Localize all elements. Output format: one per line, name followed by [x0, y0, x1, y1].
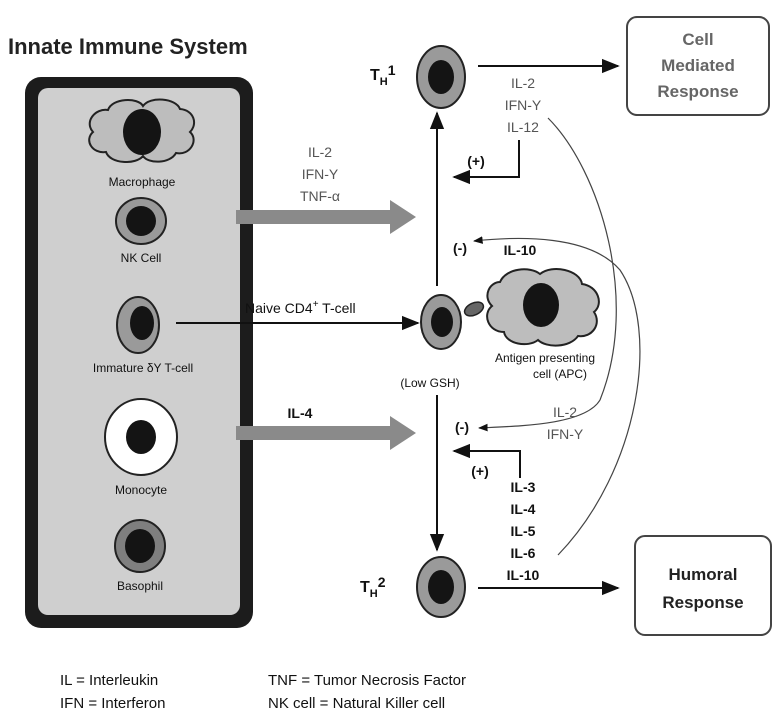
innate-cytokine-1: IL-2 — [308, 144, 332, 160]
il4-label: IL-4 — [288, 405, 313, 421]
th2-minus-sign: (-) — [455, 419, 469, 435]
naive-t-cell — [420, 294, 462, 350]
th1-cytokine-2: IFN-Y — [505, 97, 542, 113]
innate-cytokine-2: IFN-Y — [302, 166, 339, 182]
immature-t-cell-label: Immature δY T-cell — [93, 361, 193, 375]
macrophage-cell — [88, 98, 196, 163]
il10-feedback-label: IL-10 — [504, 242, 537, 258]
monocyte-cell — [104, 398, 178, 476]
th2-cell — [416, 556, 466, 618]
basophil-label: Basophil — [117, 579, 163, 593]
legend-nk: NK cell = Natural Killer cell — [268, 695, 445, 712]
th2-feedback-cytokine-2: IFN-Y — [547, 426, 584, 442]
th1-minus-sign: (-) — [453, 240, 467, 256]
th1-cytokine-1: IL-2 — [511, 75, 535, 91]
legend-tnf: TNF = Tumor Necrosis Factor — [268, 672, 466, 689]
gray-arrow-cytokines — [236, 200, 416, 234]
th2-cytokine-2: IL-4 — [511, 501, 536, 517]
apc-label-line1: Antigen presenting — [495, 351, 595, 365]
cell-mediated-box — [626, 16, 770, 116]
gray-arrow-il4 — [236, 416, 416, 450]
macrophage-label: Macrophage — [109, 175, 176, 189]
apc-label-line2: cell (APC) — [533, 367, 587, 381]
naive-cd4-label: Naive CD4+ T-cell — [245, 299, 356, 316]
th2-label: TH2 — [360, 574, 386, 600]
th2-cytokine-5: IL-10 — [507, 567, 540, 583]
low-gsh-label: (Low GSH) — [400, 376, 459, 390]
apc-cell — [463, 268, 600, 347]
legend-ifn: IFN = Interferon — [60, 695, 165, 712]
th2-plus-sign: (+) — [471, 463, 489, 479]
cell-mediated-line3: Response — [657, 82, 738, 101]
basophil-cell — [114, 519, 166, 573]
nk-cell-label: NK Cell — [121, 251, 162, 265]
diagram-title: Innate Immune System — [8, 34, 248, 59]
th1-cytokine-3: IL-12 — [507, 119, 539, 135]
th2-feedback-cytokine-1: IL-2 — [553, 404, 577, 420]
th2-cytokine-4: IL-6 — [511, 545, 536, 561]
humoral-line1: Humoral — [669, 565, 738, 584]
th2-cytokine-3: IL-5 — [511, 523, 536, 539]
th2-cytokine-1: IL-3 — [511, 479, 536, 495]
th1-positive-feedback-arrow — [452, 140, 520, 185]
humoral-line2: Response — [662, 593, 743, 612]
nk-cell — [115, 197, 167, 245]
il10-feedback-curve — [473, 236, 641, 556]
th2-positive-feedback-arrow — [452, 443, 521, 478]
ifn-feedback-curve — [478, 117, 617, 432]
immature-t-cell — [116, 296, 160, 354]
innate-cytokine-3: TNF-α — [300, 188, 340, 204]
th1-plus-sign: (+) — [467, 153, 485, 169]
th1-cell — [416, 45, 466, 109]
monocyte-label: Monocyte — [115, 483, 167, 497]
cell-mediated-line1: Cell — [682, 30, 713, 49]
th1-label: TH1 — [370, 62, 396, 88]
legend-il: IL = Interleukin — [60, 672, 158, 689]
cell-mediated-line2: Mediated — [661, 56, 735, 75]
humoral-box — [634, 535, 772, 636]
